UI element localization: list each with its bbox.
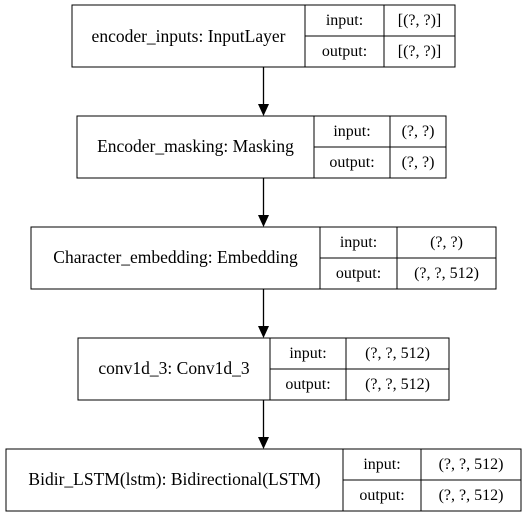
input-label: input: [333,123,370,140]
input-shape: (?, ?) [402,123,435,140]
layer-name: Encoder_masking: Masking [97,136,294,156]
input-label: input: [326,12,363,29]
input-shape: (?, ?, 512) [439,456,504,473]
layer-node-conv1d-3: conv1d_3: Conv1d_3 input: output: (?, ?,… [77,337,450,401]
edge-arrow [258,67,269,116]
output-shape: (?, ?, 512) [365,376,430,393]
output-shape: (?, ?) [402,154,435,171]
output-label: output: [359,487,404,504]
layer-node-encoder-masking: Encoder_masking: Masking input: output: … [76,115,447,179]
edge-arrow [258,178,269,227]
layer-name: Character_embedding: Embedding [53,247,298,267]
layer-name: Bidir_LSTM(lstm): Bidirectional(LSTM) [28,469,320,489]
layer-name: conv1d_3: Conv1d_3 [98,358,249,378]
output-shape: (?, ?, 512) [414,265,479,282]
output-label: output: [285,376,330,393]
output-shape: [(?, ?)] [398,43,442,60]
output-label: output: [329,154,374,171]
edge-arrow [258,289,269,338]
output-shape: (?, ?, 512) [439,487,504,504]
layer-node-bidir-lstm: Bidir_LSTM(lstm): Bidirectional(LSTM) in… [5,448,522,512]
output-label: output: [336,265,381,282]
layer-node-character-embedding: Character_embedding: Embedding input: ou… [30,226,497,290]
layer-name: encoder_inputs: InputLayer [92,26,286,46]
input-shape: (?, ?) [430,234,463,251]
input-label: input: [340,234,377,251]
input-shape: (?, ?, 512) [365,345,430,362]
layer-node-encoder-inputs: encoder_inputs: InputLayer input: output… [71,4,456,68]
input-shape: [(?, ?)] [398,12,442,29]
edge-arrow [258,400,269,449]
input-label: input: [363,456,400,473]
input-label: input: [289,345,326,362]
output-label: output: [322,43,367,60]
